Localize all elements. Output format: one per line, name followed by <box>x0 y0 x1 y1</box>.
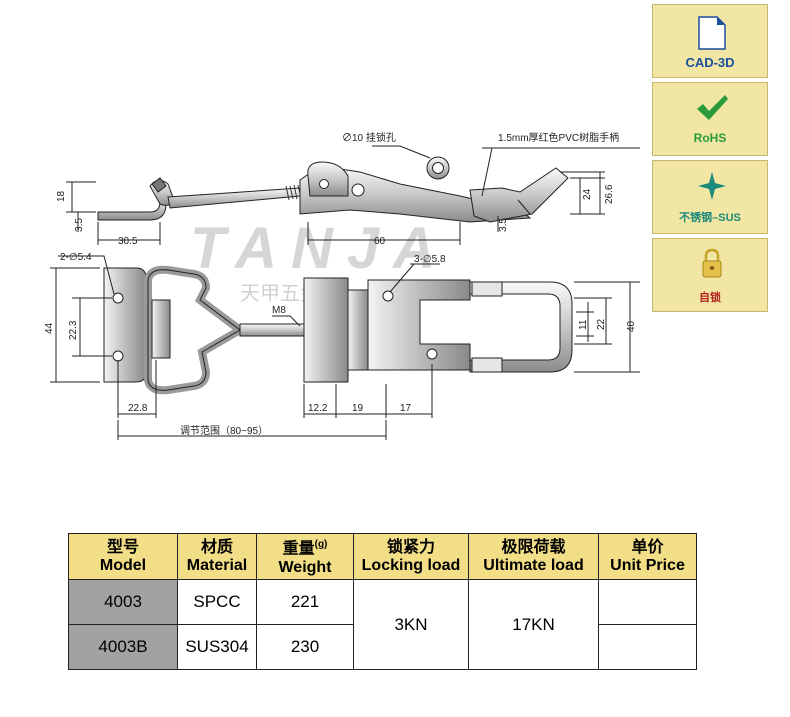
sus-badge: 不锈钢–SUS <box>652 160 768 234</box>
plan-view-labels: 2-∅5.4 3-∅5.8 M8 调节范围（80~95） 44 22.3 22.… <box>44 252 637 437</box>
weight-cell: 230 <box>256 624 354 670</box>
cad-file-icon <box>698 16 726 50</box>
dim-17: 17 <box>400 403 412 414</box>
weight-cell: 221 <box>256 579 354 625</box>
self-lock-label: 自锁 <box>699 292 721 304</box>
dim-26-6: 26.6 <box>604 184 615 204</box>
price-cell <box>598 579 697 625</box>
model-cell: 4003B <box>68 624 178 670</box>
table-row: 4003 SPCC 221 3KN 17KN <box>68 579 697 670</box>
side-view <box>66 145 640 245</box>
header-weight: 重量(g) Weight <box>256 533 354 580</box>
cad-3d-label: CAD-3D <box>685 55 735 70</box>
technical-drawing: TANJA 天甲五金 <box>44 131 640 440</box>
dim-40: 40 <box>626 320 637 332</box>
dim-30-5: 30.5 <box>118 236 138 247</box>
adjust-range-note: 调节范围（80~95） <box>180 424 268 437</box>
padlock-icon <box>702 248 722 278</box>
base-holes-note: 2-∅5.4 <box>60 252 92 263</box>
dim-3-5-left: 3.5 <box>74 218 85 232</box>
dim-22: 22 <box>596 318 607 330</box>
thread-note: M8 <box>272 305 286 316</box>
material-cell: SUS304 <box>177 624 257 670</box>
body-holes-note: 3-∅5.8 <box>414 254 446 265</box>
handle-note: 1.5mm厚红色PVC树脂手柄 <box>498 131 619 144</box>
model-cell: 4003 <box>68 579 178 625</box>
material-cell: SPCC <box>177 579 257 625</box>
ultimate-load-cell: 17KN <box>468 579 599 670</box>
dim-24: 24 <box>582 188 593 200</box>
side-view-labels: ∅10 挂锁孔 1.5mm厚红色PVC树脂手柄 18 3.5 30.5 60 3… <box>56 131 619 247</box>
rohs-badge: RoHS <box>652 82 768 156</box>
dim-22-8: 22.8 <box>128 403 148 414</box>
dim-18: 18 <box>56 190 67 202</box>
watermark-brand: TANJA <box>190 216 449 281</box>
dim-3-5-right: 3.5 <box>498 218 509 232</box>
star-icon <box>698 172 726 200</box>
dim-19: 19 <box>352 403 364 414</box>
dim-12-2: 12.2 <box>308 403 328 414</box>
locking-load-cell: 3KN <box>353 579 469 670</box>
sus-label: 不锈钢–SUS <box>679 212 741 224</box>
dim-22-3: 22.3 <box>68 320 79 340</box>
padlock-hole-note: ∅10 挂锁孔 <box>342 131 396 144</box>
price-cell <box>598 624 697 670</box>
plan-view <box>50 255 640 440</box>
table-row: 4003B SUS304 230 <box>68 624 697 670</box>
self-lock-badge: 自锁 <box>652 238 768 312</box>
cad-3d-badge[interactable]: CAD-3D <box>652 4 768 78</box>
rohs-label: RoHS <box>693 131 727 145</box>
dim-11: 11 <box>578 319 589 330</box>
checkmark-icon <box>697 95 728 120</box>
dim-44: 44 <box>44 322 55 334</box>
dim-60: 60 <box>374 236 386 247</box>
